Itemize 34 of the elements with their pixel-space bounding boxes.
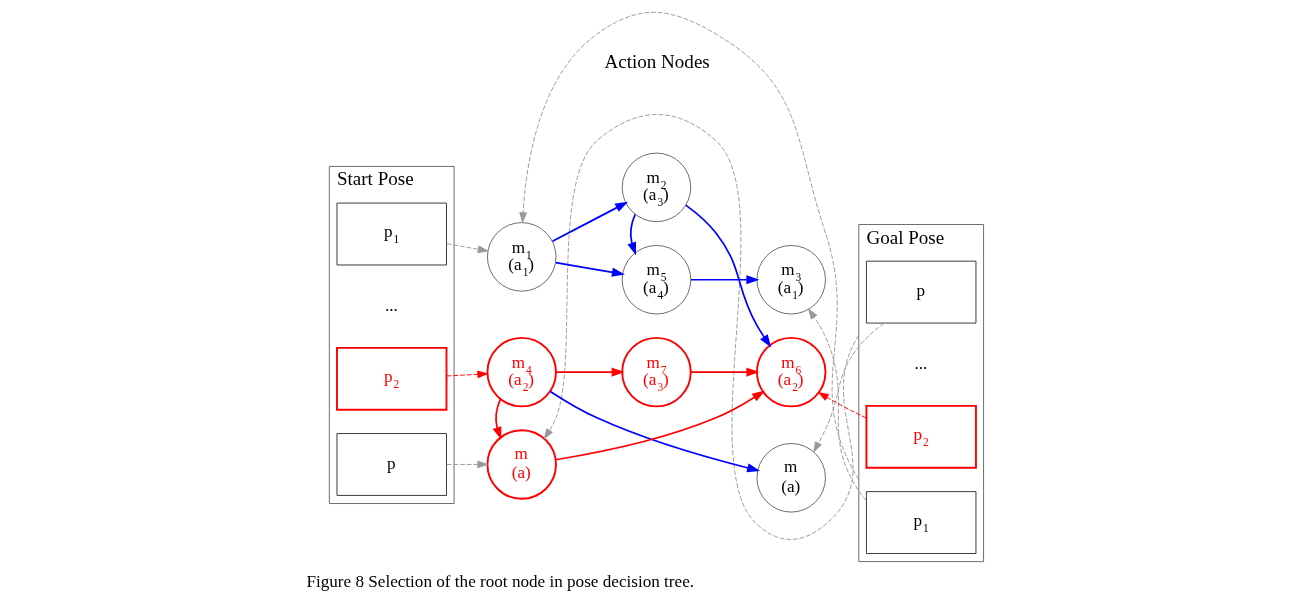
node-circle: m$_{2}$ (a$_{3}$) (621, 152, 691, 223)
arrow (554, 367, 625, 377)
arrow (554, 390, 765, 461)
arrow (543, 114, 859, 540)
node-box: p (336, 433, 447, 496)
arrow (518, 11, 859, 481)
arrow (551, 201, 628, 243)
arrow (445, 243, 488, 254)
node-circle: m$_{1}$ (a$_{1}$) (486, 222, 556, 292)
node-circle: m$_{3}$ (a$_{1}$) (755, 245, 826, 315)
arrow (554, 261, 625, 277)
node-circle: m$_{4}$ (a$_{2}$) (486, 336, 557, 408)
arrow (812, 322, 885, 453)
arrow (684, 204, 771, 348)
node-box: p$_{1}$ (336, 202, 447, 266)
node-box: p$_{2}$ (335, 346, 447, 411)
label: ... (914, 353, 927, 373)
arrow (445, 370, 488, 379)
label: ... (384, 295, 398, 315)
arrow (445, 460, 488, 469)
node-circle: m$_{7}$ (a$_{3}$) (620, 336, 692, 408)
caption: Figure 8 Selection of the root node in pose decision tree. (305, 571, 694, 591)
node-box: p (865, 260, 976, 324)
arrow (807, 308, 867, 501)
label: Action Nodes (604, 51, 710, 73)
arrow (548, 390, 760, 473)
node-box: p$_{1}$ (865, 491, 976, 554)
arrow (626, 213, 636, 256)
node-box: p$_{2}$ (865, 404, 977, 469)
arrow (689, 367, 759, 377)
arrow (689, 275, 759, 285)
arrow (492, 398, 501, 440)
node-circle: m$_{5}$ (a$_{4}$) (621, 245, 691, 315)
arrow (817, 392, 867, 419)
